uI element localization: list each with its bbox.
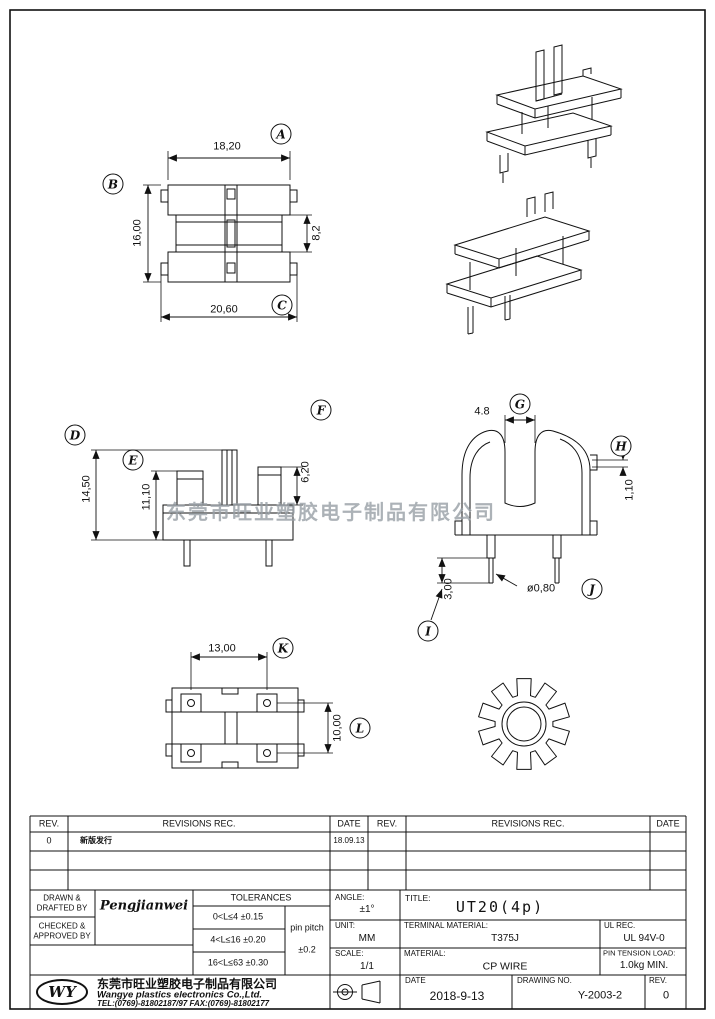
tolerance-row-2: 4<L≤16 ±0.20	[210, 934, 266, 945]
view-side	[454, 429, 598, 584]
dim-side-pin-dia: ø0,80	[526, 582, 556, 595]
dim-side-pin-length: 3,00	[442, 578, 455, 600]
material-label: MATERIAL:	[404, 949, 446, 959]
dim-front-total-height: 14,50	[80, 475, 93, 503]
rev-row-rev: 0	[46, 835, 52, 846]
balloon-e: E	[122, 449, 144, 471]
terminal-material-value: T375J	[491, 933, 519, 944]
drawn-by-label: DRAWN & DRAFTED BY	[36, 893, 88, 912]
drawing-title: UT20(4p)	[455, 898, 545, 916]
balloon-d: D	[64, 424, 86, 446]
rev-header-right-revisions: REVISIONS REC.	[491, 818, 565, 829]
balloon-i: I	[417, 620, 439, 642]
ul-rec-label: UL REC.	[604, 921, 636, 931]
checked-by-label: CHECKED & APPROVED BY	[33, 921, 91, 940]
view-bottom	[165, 687, 305, 769]
table-grid	[29, 815, 687, 1010]
company-logo: WY	[36, 979, 88, 1005]
view-core-end	[478, 678, 570, 770]
view-top	[160, 184, 298, 283]
unit-value: MM	[358, 933, 376, 944]
dim-side-slot: 4.8	[474, 405, 490, 418]
dimension-lines	[92, 154, 627, 753]
balloon-h: H	[610, 435, 632, 457]
unit-label: UNIT:	[335, 921, 355, 931]
tolerance-row-1: 0<L≤4 ±0.15	[212, 911, 264, 922]
rev-header-left-revisions: REVISIONS REC.	[162, 818, 236, 829]
dim-bottom-pitch-y: 10,00	[331, 714, 344, 742]
rev-label: REV.	[649, 976, 667, 986]
view-iso-upper	[485, 44, 623, 183]
date-label: DATE	[405, 976, 426, 986]
balloon-a: A	[270, 123, 292, 145]
rev-value: 0	[662, 989, 670, 1002]
rev-row-desc: 新版发行	[80, 836, 112, 846]
scale-value: 1/1	[360, 961, 374, 972]
pin-pitch-label: pin pitch	[290, 922, 324, 933]
rev-header-right-date: DATE	[656, 818, 680, 829]
rev-row-date: 18.09.13	[333, 836, 365, 846]
view-front	[162, 449, 294, 567]
balloon-l: L	[349, 717, 371, 739]
tolerances-title: TOLERANCES	[230, 892, 292, 903]
projection-symbol-icon	[333, 980, 381, 1004]
angle-label: ANGLE:	[335, 893, 365, 903]
pin-pitch-value: ±0.2	[298, 944, 316, 955]
company-watermark: 东莞市旺业塑胶电子制品有限公司	[166, 502, 496, 524]
extension-lines	[91, 151, 628, 754]
balloon-f: F	[310, 399, 332, 421]
dim-top-height: 16,00	[131, 219, 144, 247]
date-value: 2018-9-13	[429, 988, 485, 1003]
drawing-no-value: Y-2003-2	[577, 989, 623, 1002]
title-label: TITLE:	[405, 892, 431, 903]
dim-front-post-height: 11,10	[140, 483, 153, 511]
tolerance-row-3: 16<L≤63 ±0.30	[207, 957, 269, 968]
ul-rec-value: UL 94V-0	[623, 933, 665, 944]
company-name-cn: 东莞市旺业塑胶电子制品有限公司	[97, 976, 278, 991]
balloon-c: C	[271, 294, 293, 316]
rev-header-left-date: DATE	[337, 818, 361, 829]
terminal-material-label: TERMINAL MATERIAL:	[404, 921, 489, 931]
balloon-b: B	[102, 173, 124, 195]
pin-tension-value: 1.0kg MIN.	[619, 960, 669, 971]
material-value: CP WIRE	[482, 960, 528, 973]
rev-header-left-rev: REV.	[38, 818, 60, 829]
dim-top-window: 8,2	[310, 225, 323, 241]
dim-front-right-height: 6,20	[299, 461, 312, 483]
pin-tension-label: PIN TENSION LOAD:	[603, 948, 676, 958]
dim-side-step: 1,10	[623, 479, 636, 501]
balloon-j: J	[581, 578, 603, 600]
company-name-en: Wangye plastics electronics Co.,Ltd.	[97, 989, 263, 1001]
company-tel: TEL:(0769)-81802187/97 FAX:(0769)-818021…	[97, 999, 270, 1009]
dim-bottom-pitch-x: 13,00	[208, 642, 236, 655]
drafter-signature: Pengjianwei	[99, 898, 189, 914]
view-iso-lower	[445, 191, 591, 335]
rev-header-right-rev: REV.	[376, 818, 398, 829]
dim-top-outer: 20,60	[210, 303, 238, 316]
scale-label: SCALE:	[335, 949, 364, 959]
balloon-g: G	[509, 393, 531, 415]
dim-top-width: 18,20	[213, 140, 241, 153]
angle-value: ±1°	[359, 904, 375, 915]
drawing-no-label: DRAWING NO.	[517, 976, 572, 986]
balloon-k: K	[272, 637, 294, 659]
